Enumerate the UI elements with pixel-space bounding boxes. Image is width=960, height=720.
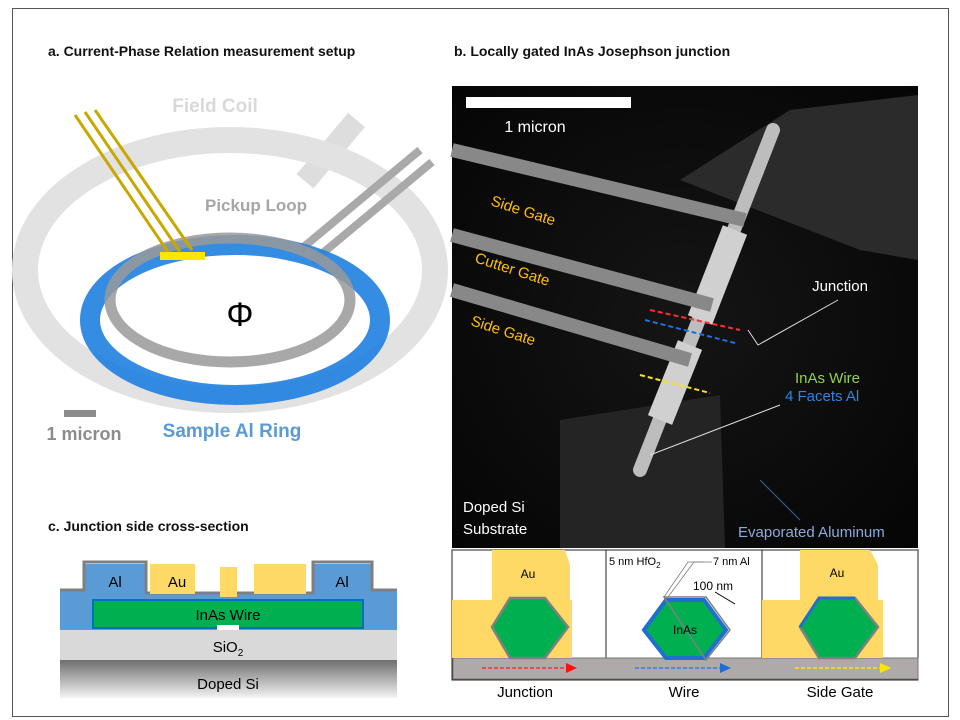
side-gate-1 <box>450 143 747 227</box>
sio2-layer <box>60 630 397 660</box>
lead-wire <box>73 114 172 256</box>
substrate-label-2: Substrate <box>463 521 527 538</box>
panel-b-title: b. Locally gated InAs Josephson junction <box>454 43 731 59</box>
label: SiO <box>213 639 238 656</box>
panel-c-title: c. Junction side cross-section <box>48 518 249 534</box>
pickup-lead <box>297 146 423 254</box>
label: Au <box>168 574 186 591</box>
section-label-junction: Junction <box>497 684 553 701</box>
shape <box>309 158 435 266</box>
wire-cross-sections: Au InAs 5 nm HfO2 7 nm Al 100 nm Au Junc… <box>451 549 919 701</box>
pickup-loop-label: Pickup Loop <box>205 196 307 215</box>
label: 1 micron <box>504 119 565 136</box>
label: 7 nm Al <box>713 556 750 568</box>
label: 5 nm HfO2 <box>609 556 661 570</box>
ring-label: Sample Al Ring <box>163 421 302 442</box>
label: InAs <box>673 623 697 637</box>
shape <box>714 591 736 605</box>
label: SiO2 <box>213 639 244 659</box>
cutter-gate <box>450 228 714 312</box>
section-label-side-gate: Side Gate <box>807 684 874 701</box>
setup-diagram: Φ Field Coil Pickup Loop 1 micron Sample… <box>12 96 448 444</box>
label: Doped Si <box>197 676 259 693</box>
shape <box>93 109 194 251</box>
label: Al <box>108 574 121 591</box>
top-contact <box>680 95 918 260</box>
sample-al-ring <box>80 235 390 405</box>
shape <box>490 596 570 660</box>
shape <box>220 567 237 597</box>
aluminum-label: Evaporated Aluminum <box>738 524 885 541</box>
label: 100 nm <box>693 579 733 593</box>
facets-label: 4 Facets Al <box>785 388 859 405</box>
figure-frame <box>12 8 949 717</box>
label: Au <box>830 566 845 580</box>
sem-scale-bar <box>466 97 631 108</box>
shape <box>150 564 195 594</box>
inas-wire-label: InAs Wire <box>795 370 860 387</box>
label: Au <box>521 567 536 581</box>
shape <box>83 111 182 253</box>
junction-label: Junction <box>812 278 868 295</box>
junction-arrow <box>649 309 741 331</box>
shape <box>759 479 801 521</box>
section-label-wire: Wire <box>669 684 700 701</box>
scale-bar <box>64 410 96 417</box>
side-gate-arrow <box>639 374 711 394</box>
label: 5 nm HfO <box>609 556 657 568</box>
side-gate-2 <box>450 283 692 367</box>
shape <box>720 663 731 673</box>
flux-symbol: Φ <box>226 296 253 334</box>
shape <box>217 625 239 630</box>
shape <box>566 663 577 673</box>
shape <box>667 561 712 598</box>
junction-cross-section: Al Au Al InAs Wire SiO2 Doped Si <box>60 560 397 698</box>
panel-a-title: a. Current-Phase Relation measurement se… <box>48 43 356 59</box>
substrate-label-1: Doped Si <box>463 499 525 516</box>
junction-contacts <box>160 252 205 260</box>
shape <box>747 299 839 346</box>
shape <box>662 596 731 662</box>
shape <box>254 564 306 594</box>
pickup-loop <box>104 232 356 368</box>
inas-wire <box>92 599 364 629</box>
label: Al <box>335 574 348 591</box>
doped-si-layer <box>60 660 397 698</box>
field-coil-label: Field Coil <box>172 96 258 117</box>
shape <box>880 663 891 673</box>
shape <box>798 596 855 628</box>
label: 2 <box>656 561 661 570</box>
scale-label: 1 micron <box>46 424 121 444</box>
sem-image: 1 micron Side Gate Cutter Gate Side Gate… <box>450 86 918 548</box>
label: 2 <box>238 648 244 659</box>
shape <box>649 404 781 456</box>
label: InAs Wire <box>195 607 260 624</box>
